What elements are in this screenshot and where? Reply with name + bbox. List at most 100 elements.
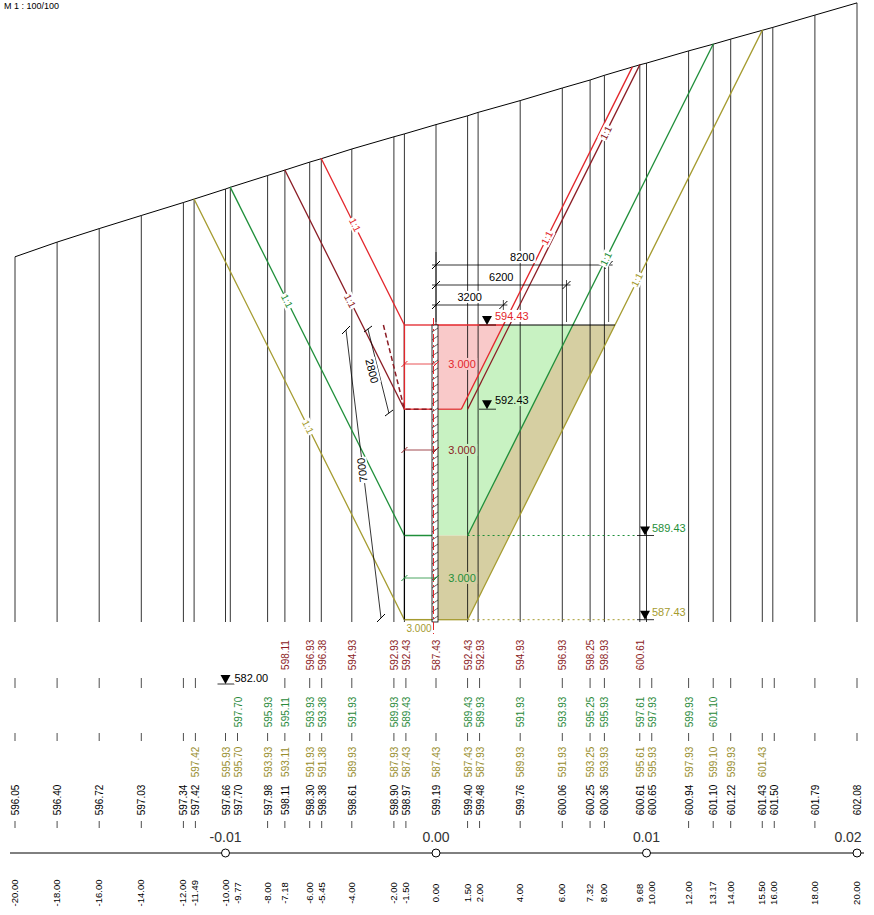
station-line [730, 39, 731, 622]
tick [436, 678, 437, 688]
dimension-line [432, 265, 613, 266]
elevation-label: 596.93 [304, 639, 315, 672]
tick [405, 821, 406, 828]
center-line [433, 318, 434, 634]
axis-node [432, 849, 440, 857]
tick [562, 821, 563, 828]
wall-hatch [432, 328, 438, 332]
slope-ratio: 1:1 [597, 249, 614, 268]
tick [195, 821, 196, 828]
tick [141, 821, 142, 828]
wall-hatch [432, 560, 438, 564]
tick [393, 678, 394, 688]
station-label: -9.77 [232, 881, 242, 905]
wall-hatch [432, 552, 438, 556]
elevation-label: 599.48 [474, 784, 485, 817]
elevation-label: 598.38 [316, 784, 327, 817]
elevation-label: 596.72 [94, 784, 105, 817]
level-marker [640, 611, 650, 620]
wall-hatch [432, 408, 438, 412]
tick [562, 678, 563, 688]
elevation-label: 593.93 [262, 746, 273, 779]
dimension-tick [401, 361, 407, 367]
dimension-label: 3.000 [447, 444, 477, 456]
elevation-label: 600.61 [634, 639, 645, 672]
elevation-label: 598.61 [346, 784, 357, 817]
tick [688, 733, 689, 741]
axis-node [222, 849, 230, 857]
elevation-label: 601.10 [708, 696, 719, 729]
dimension-line [404, 450, 436, 451]
elevation-label: 598.11 [279, 784, 290, 816]
tick [195, 733, 196, 741]
slope-line [230, 187, 404, 536]
tick [321, 733, 322, 741]
level-line [218, 684, 235, 685]
station-line [814, 15, 815, 622]
tick [309, 678, 310, 688]
tick [267, 821, 268, 828]
tick [99, 733, 100, 741]
elevation-label: 592.43 [462, 639, 473, 672]
tick [814, 678, 815, 688]
tick [713, 821, 714, 828]
tick [651, 678, 652, 688]
elevation-label: 599.93 [725, 746, 736, 779]
elevation-label: 596.40 [52, 784, 63, 817]
wall-hatch [432, 416, 438, 420]
elevation-label: 592.93 [474, 639, 485, 672]
station-line [688, 51, 689, 622]
extension-line [436, 252, 437, 322]
tick [321, 821, 322, 828]
dimension-tick [433, 361, 439, 367]
tick [774, 821, 775, 828]
elevation-label: 595.61 [634, 746, 645, 779]
wall-hatch [432, 440, 438, 444]
wall-hatch [432, 368, 438, 372]
tick [639, 733, 640, 741]
tick [688, 678, 689, 688]
station-line [284, 170, 285, 622]
station-label: -4.00 [347, 881, 357, 905]
station-label: 0.00 [431, 883, 441, 904]
sheet-wall [432, 325, 438, 622]
dimension-line [404, 578, 436, 579]
level-marker [482, 400, 492, 409]
slope-ratio: 1:1 [629, 270, 646, 289]
elevation-label: 589.43 [400, 696, 411, 729]
wall-hatch [432, 424, 438, 428]
tick [57, 821, 58, 828]
elevation-label: 593.93 [304, 696, 315, 729]
extension-line [566, 280, 567, 322]
tick [351, 733, 352, 741]
station-label: 6.00 [557, 883, 567, 904]
tick [309, 733, 310, 741]
station-line [309, 162, 310, 622]
slope-line [468, 44, 714, 536]
station-label: 14.00 [725, 880, 735, 906]
tick [479, 733, 480, 741]
station-line [194, 199, 195, 622]
wall-hatch [432, 608, 438, 612]
elevation-label: 593.38 [316, 696, 327, 729]
dimension-label: 3.000 [447, 358, 477, 370]
level-line [479, 409, 496, 410]
dimension-tick [433, 447, 439, 453]
tick [15, 821, 16, 828]
tick [393, 733, 394, 741]
station-line [183, 203, 184, 623]
wall-hatch [432, 480, 438, 484]
slope-ratio: 1:1 [300, 418, 317, 437]
elevation-label: 597.34 [178, 784, 189, 817]
level-marker [221, 675, 231, 684]
dimension-tick [364, 326, 372, 332]
station-line [604, 75, 605, 622]
dimension-line [432, 305, 507, 306]
level-line [637, 619, 654, 620]
elevation-label: 597.61 [634, 696, 645, 729]
wall-hatch [432, 568, 438, 572]
tick [520, 821, 521, 828]
tick [520, 733, 521, 741]
wall-hatch [432, 544, 438, 548]
tick [562, 733, 563, 741]
